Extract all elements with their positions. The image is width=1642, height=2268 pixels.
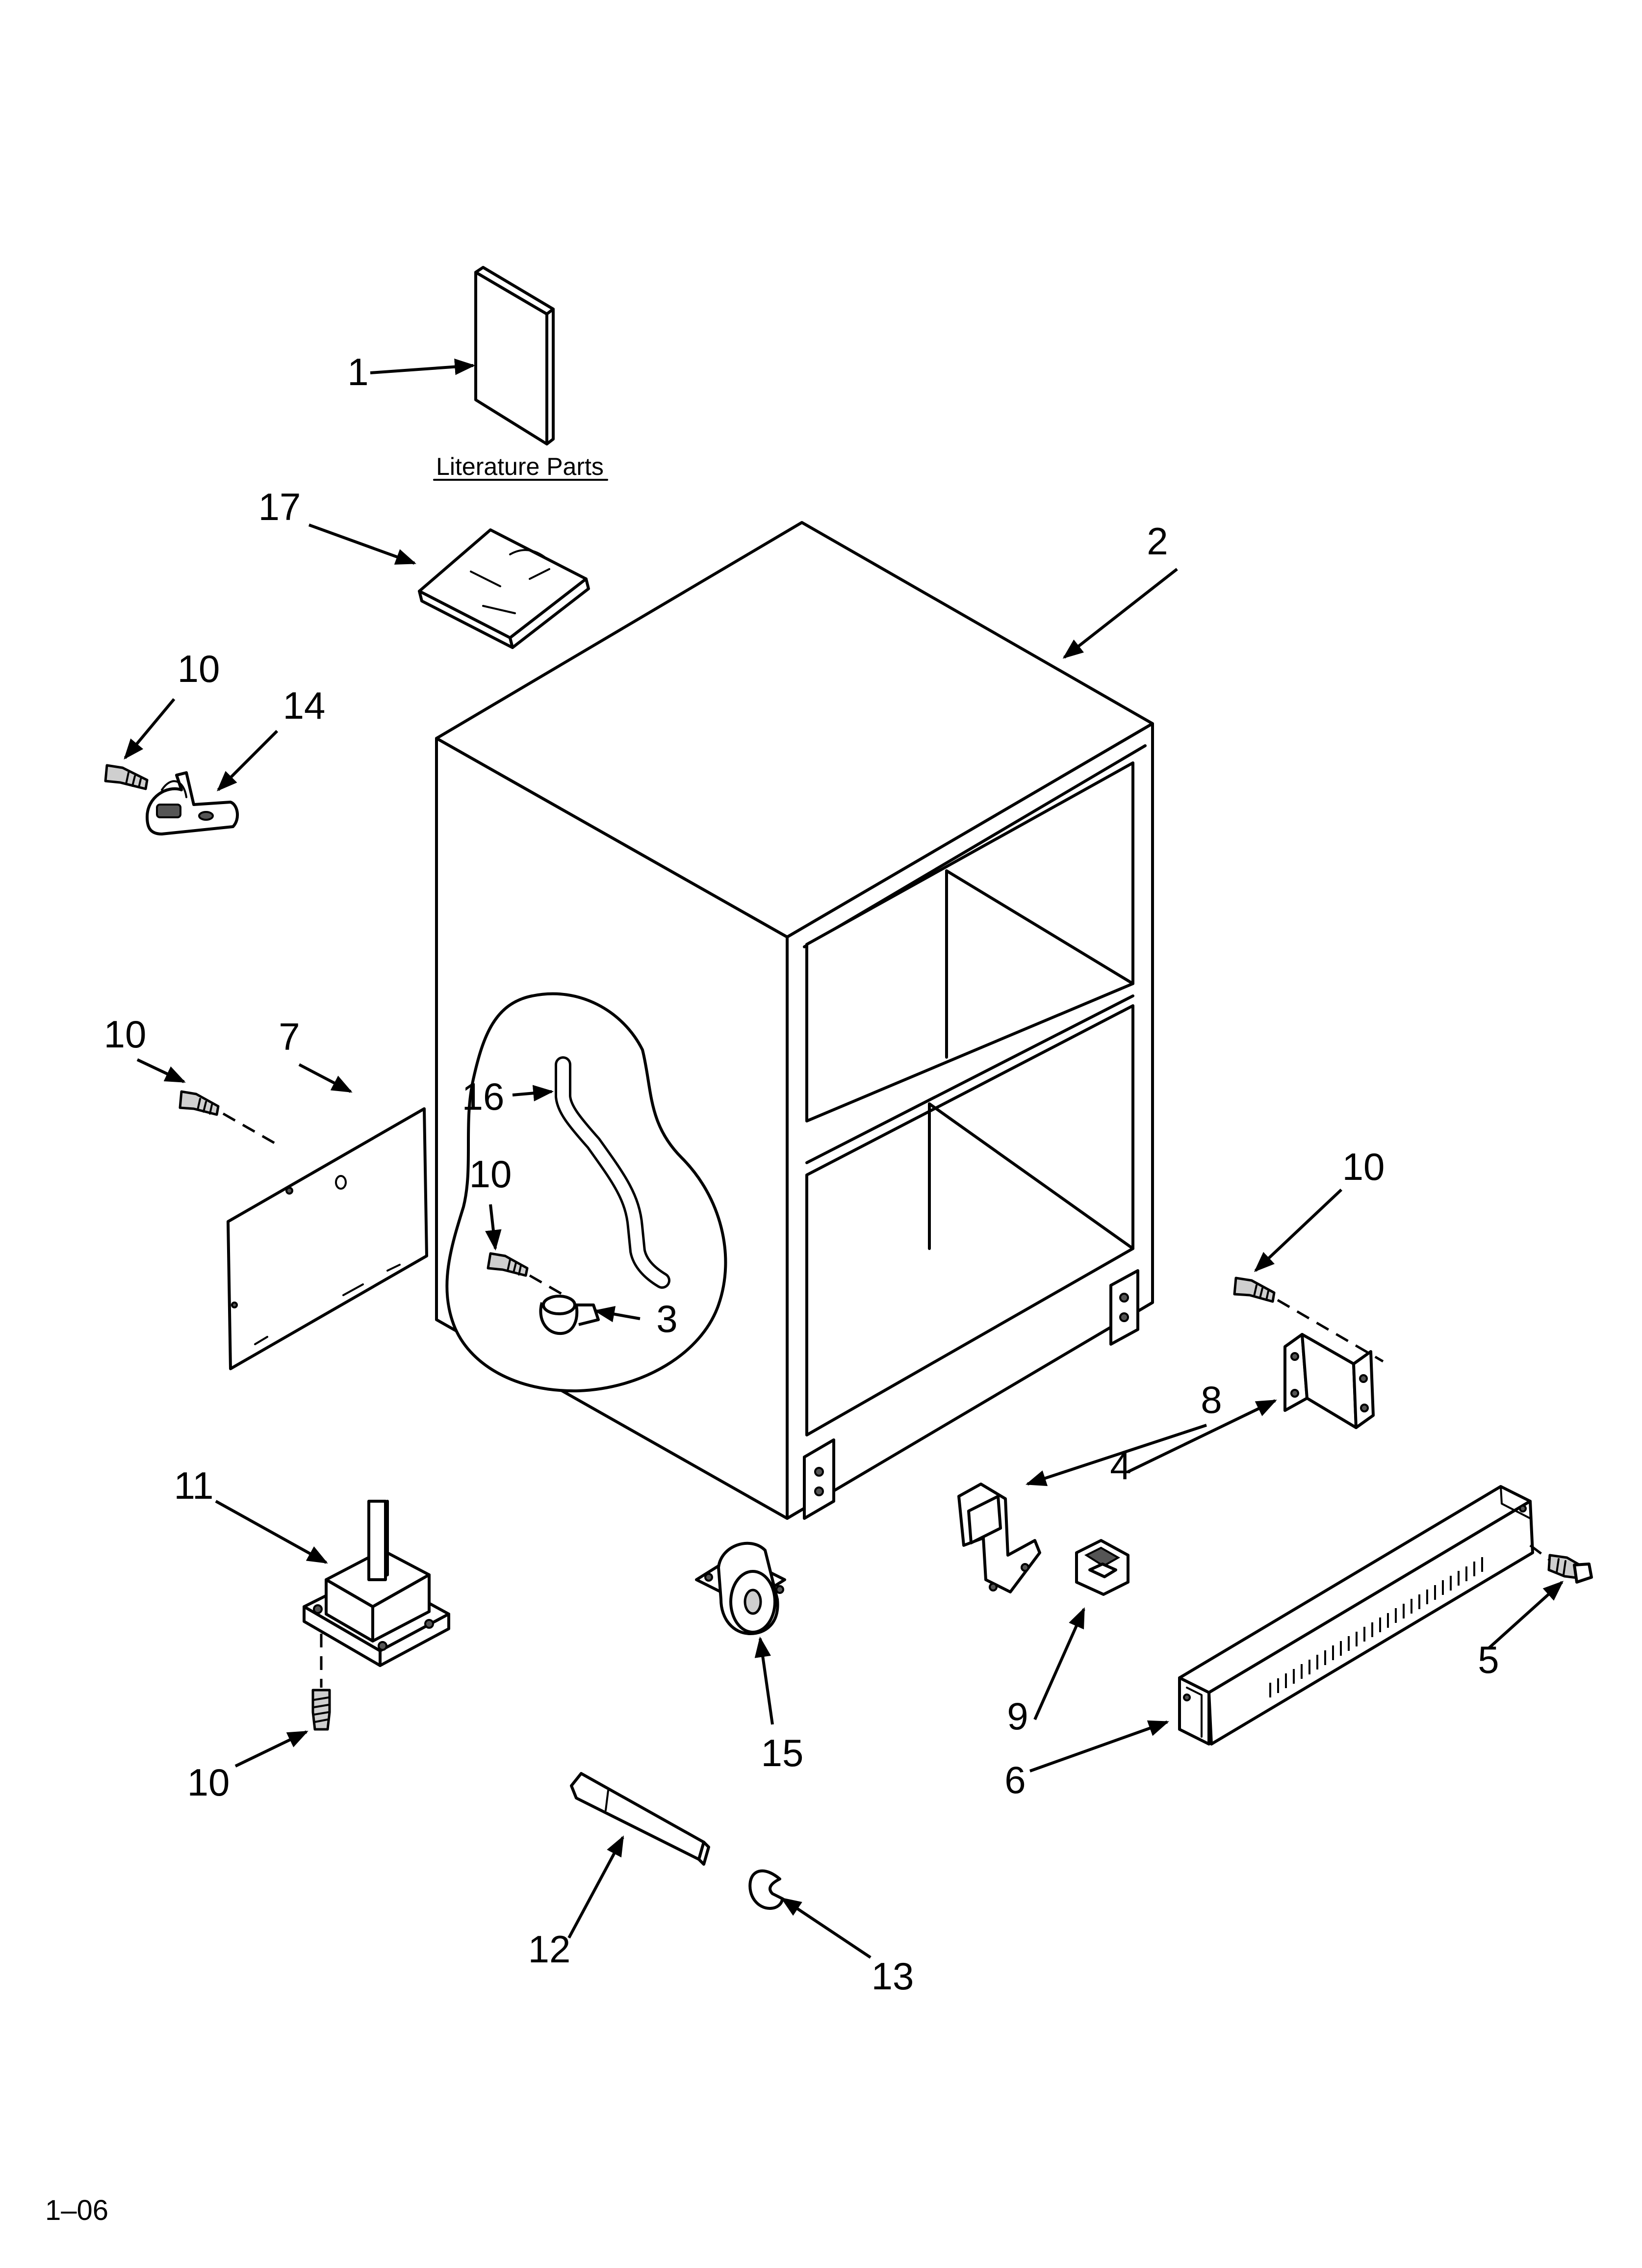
grille-screw-path — [1529, 1544, 1551, 1561]
literature-parts-caption: Literature Parts — [436, 453, 604, 480]
mounting-bracket — [957, 1483, 1041, 1593]
solenoid — [303, 1500, 450, 1667]
callout-15: 15 — [761, 1731, 804, 1774]
callout-16: 16 — [462, 1075, 505, 1118]
hinge-pin — [570, 1772, 710, 1866]
grille-screw — [1547, 1554, 1593, 1584]
rear-panel — [227, 1107, 428, 1370]
panel-screw — [179, 1090, 220, 1116]
toe-grille — [1178, 1485, 1534, 1746]
callout-10-top-left: 10 — [178, 647, 220, 690]
leader-lines — [124, 358, 1564, 1959]
bracket-screw — [1233, 1277, 1276, 1303]
callout-13: 13 — [872, 1955, 914, 1998]
callout-5: 5 — [1478, 1638, 1499, 1681]
callout-8: 8 — [1201, 1378, 1222, 1421]
callout-10-bottom: 10 — [187, 1761, 230, 1804]
callout-1: 1 — [347, 350, 368, 393]
callout-14: 14 — [283, 684, 326, 727]
clamp-screw-path — [529, 1274, 565, 1297]
page-footer-code: 1–06 — [45, 2194, 108, 2226]
corner-bracket — [1283, 1333, 1375, 1429]
callout-6: 6 — [1004, 1758, 1026, 1801]
callout-3: 3 — [656, 1297, 677, 1340]
callout-17: 17 — [258, 485, 301, 528]
caster — [695, 1541, 786, 1635]
floor-pad — [418, 528, 590, 649]
callout-12: 12 — [528, 1928, 571, 1971]
callout-10-center: 10 — [469, 1152, 512, 1196]
tube-clamp — [539, 1295, 600, 1335]
callout-7: 7 — [279, 1015, 300, 1058]
panel-screw-path — [222, 1112, 276, 1145]
wire-clip — [146, 771, 239, 835]
callout-4: 4 — [1110, 1444, 1131, 1487]
callout-10-right: 10 — [1342, 1145, 1385, 1188]
drain-tube — [555, 1056, 670, 1289]
clamp-screw — [487, 1252, 529, 1277]
bracket-screw-path — [1277, 1299, 1384, 1363]
callout-9: 9 — [1007, 1694, 1028, 1738]
solenoid-screw — [311, 1689, 331, 1731]
e-ring — [748, 1869, 784, 1910]
cabinet — [435, 521, 1154, 1520]
literature-booklet — [474, 266, 555, 445]
callout-10-left: 10 — [104, 1013, 147, 1056]
clip-screw — [104, 764, 149, 790]
rocker-switch — [1075, 1539, 1129, 1596]
callout-11: 11 — [174, 1464, 214, 1507]
callout-2: 2 — [1147, 520, 1168, 563]
